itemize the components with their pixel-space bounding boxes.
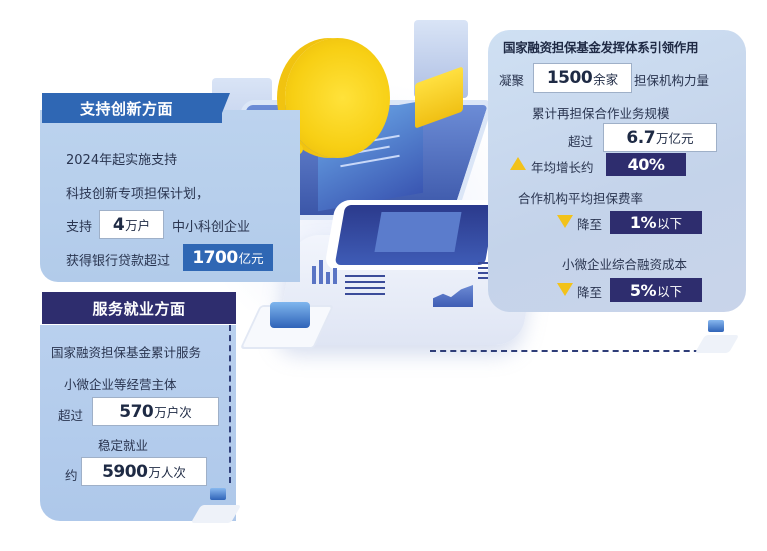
tech-firms-value: 4: [112, 214, 125, 235]
employment-line4: 稳定就业: [98, 438, 149, 453]
reguarantee-scale-unit: 万亿元: [656, 131, 694, 146]
financing-cost-box: 5% 以下: [610, 278, 702, 302]
document-lines-icon: [345, 275, 385, 299]
row1-prefix: 凝聚: [499, 73, 525, 88]
tech-firms-box: 4 万户: [99, 210, 164, 239]
employment-line2: 小微企业等经营主体: [64, 377, 177, 392]
bar-chart-icon: [312, 258, 342, 284]
triangle-down-icon: [557, 215, 573, 228]
guarantee-fee-unit: 以下: [657, 216, 683, 231]
gold-coin-large: [285, 38, 390, 158]
stable-jobs-unit: 万人次: [148, 465, 186, 480]
stable-jobs-value: 5900: [102, 461, 148, 482]
served-entities-unit: 万户次: [154, 405, 192, 420]
guarantee-fee-box: 1% 以下: [610, 211, 702, 234]
triangle-up-icon: [510, 157, 526, 170]
reguarantee-scale-label: 累计再担保合作业务规模: [532, 106, 670, 121]
reguarantee-scale-box: 6.7 万亿元: [603, 123, 717, 152]
innovation-line3-prefix: 支持: [66, 220, 93, 235]
innovation-line2: 科技创新专项担保计划，: [66, 187, 210, 202]
connector-dashed-line: [430, 350, 710, 352]
connector-dashed-line-vertical: [229, 325, 231, 483]
triangle-down-icon: [557, 283, 573, 296]
institutions-count-value: 1500: [546, 68, 593, 88]
bank-loans-unit: 亿元: [238, 251, 264, 266]
annual-growth-box: 40%: [606, 153, 686, 176]
reguarantee-scale-value: 6.7: [626, 127, 656, 148]
annual-growth-value: 40%: [627, 155, 665, 174]
stable-jobs-box: 5900 万人次: [81, 457, 207, 486]
innovation-panel-title: 支持创新方面: [42, 93, 222, 123]
employment-panel-title: 服务就业方面: [42, 292, 236, 324]
served-entities-box: 570 万户次: [92, 397, 219, 426]
row3-prefix: 超过: [568, 134, 594, 149]
served-entities-value: 570: [119, 401, 154, 422]
innovation-line4-prefix: 获得银行贷款超过: [66, 254, 171, 269]
financing-cost-label: 小微企业综合融资成本: [562, 257, 688, 272]
cost-reduce-label: 降至: [577, 285, 603, 300]
tech-firms-unit: 万户: [125, 218, 151, 233]
fund-panel-title: 国家融资担保基金发挥体系引领作用: [503, 40, 699, 55]
guarantee-fee-value: 1%: [629, 213, 657, 232]
innovation-line1: 2024年起实施支持: [66, 153, 178, 168]
chip-illustration-small: [708, 320, 724, 332]
chip-base-small: [694, 335, 740, 353]
header-tail: [218, 93, 230, 123]
guarantee-fee-label: 合作机构平均担保费率: [518, 191, 644, 206]
chip-illustration-small: [210, 488, 226, 500]
chip-illustration: [270, 302, 310, 328]
bank-loans-box: 1700 亿元: [183, 244, 273, 271]
row1-suffix: 担保机构力量: [634, 73, 710, 88]
financing-cost-unit: 以下: [657, 283, 683, 299]
institutions-count-unit: 余家: [593, 71, 619, 87]
institutions-count-box: 1500 余家: [533, 63, 632, 93]
employment-line5-prefix: 约: [65, 468, 78, 483]
financing-cost-value: 5%: [629, 280, 657, 300]
employment-line3-prefix: 超过: [58, 408, 84, 423]
bank-loans-value: 1700: [192, 247, 238, 268]
fee-reduce-label: 降至: [577, 217, 603, 232]
employment-line1: 国家融资担保基金累计服务: [51, 345, 202, 360]
server-display-inner: [374, 212, 462, 252]
innovation-line3-suffix: 中小科创企业: [172, 220, 251, 235]
annual-growth-label: 年均增长约: [531, 160, 594, 175]
